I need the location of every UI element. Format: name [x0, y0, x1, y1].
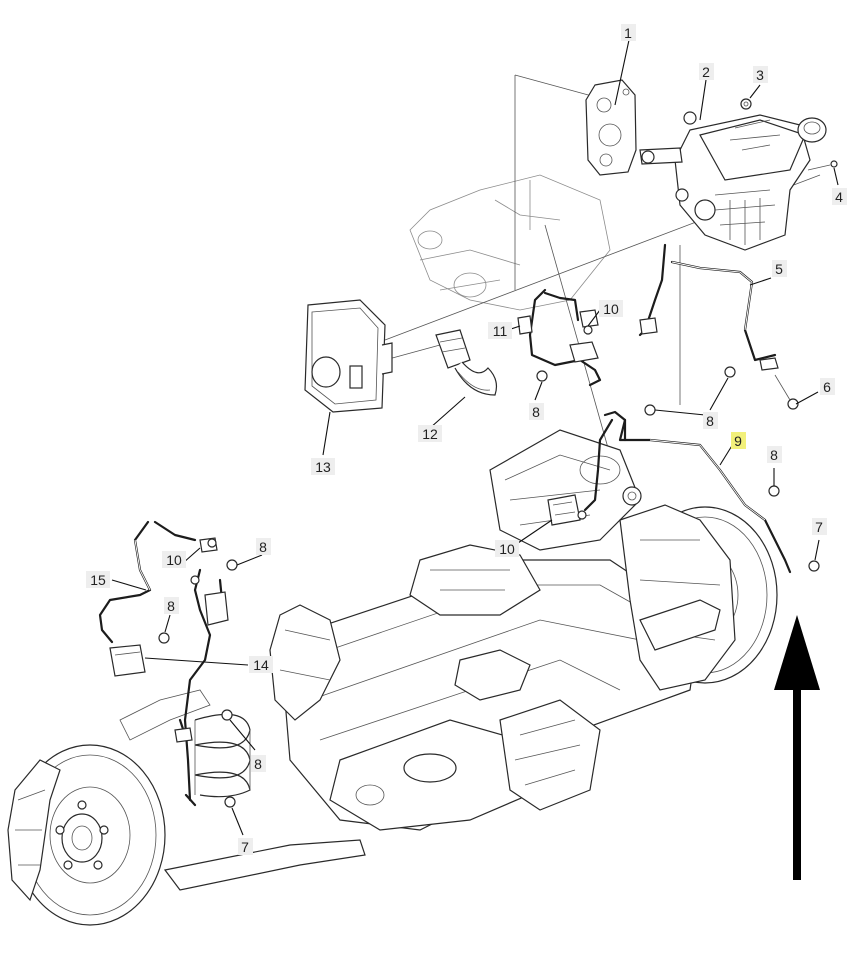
- svg-text:5: 5: [775, 261, 783, 277]
- svg-text:10: 10: [166, 552, 182, 568]
- svg-text:2: 2: [702, 64, 710, 80]
- left-front-rotor: [7, 744, 166, 926]
- callout-14: 14: [249, 656, 273, 673]
- svg-text:3: 3: [756, 67, 764, 83]
- part-3-nut: [740, 98, 752, 110]
- callout-7-left: 7: [238, 838, 253, 855]
- svg-text:4: 4: [835, 189, 843, 205]
- callout-8-right: 8: [767, 446, 782, 463]
- svg-text:8: 8: [532, 404, 540, 420]
- svg-text:10: 10: [499, 541, 515, 557]
- svg-text:15: 15: [90, 572, 106, 588]
- svg-text:7: 7: [241, 839, 249, 855]
- connectors: [109, 309, 779, 743]
- callout-8-left-low: 8: [251, 755, 266, 772]
- svg-text:8: 8: [254, 756, 262, 772]
- svg-text:11: 11: [493, 323, 508, 339]
- chassis-frame: [119, 74, 821, 891]
- part-12-wiring-harness: [435, 329, 498, 396]
- callout-2: 2: [699, 63, 714, 80]
- part-1-gasket: [585, 79, 637, 176]
- svg-text:9: 9: [734, 433, 742, 449]
- svg-text:7: 7: [815, 519, 823, 535]
- svg-text:14: 14: [253, 657, 269, 673]
- callout-8-mid: 8: [703, 412, 718, 429]
- arrow-up-icon: [774, 615, 820, 880]
- leader-lines: [111, 39, 839, 836]
- callout-5: 5: [772, 260, 787, 277]
- svg-text:1: 1: [624, 25, 632, 41]
- callout-13: 13: [311, 458, 335, 475]
- svg-text:8: 8: [770, 447, 778, 463]
- svg-text:13: 13: [315, 459, 331, 475]
- svg-text:8: 8: [259, 539, 267, 555]
- callout-12: 12: [418, 425, 442, 442]
- part-2-modulator: [639, 111, 838, 251]
- svg-text:8: 8: [706, 413, 714, 429]
- callout-10-top: 10: [599, 300, 623, 317]
- callout-11: 11: [488, 322, 512, 339]
- callout-1: 1: [621, 24, 636, 41]
- callout-6: 6: [820, 378, 835, 395]
- callout-8-center: 8: [529, 403, 544, 420]
- callout-9: 9: [731, 432, 746, 449]
- callout-8-left-top: 8: [256, 538, 271, 555]
- callout-3: 3: [753, 66, 768, 83]
- svg-text:12: 12: [422, 426, 438, 442]
- right-rotor: [619, 486, 778, 691]
- callout-8-upper-mid: 8: [0, 0, 8, 3]
- coil-spring: [194, 713, 251, 798]
- svg-text:10: 10: [603, 301, 619, 317]
- brake-pipes: [98, 243, 792, 807]
- callout-10-center: 10: [495, 540, 519, 557]
- callout-8-left-mid: 8: [164, 597, 179, 614]
- svg-text:6: 6: [823, 379, 831, 395]
- callout-10-left: 10: [162, 551, 186, 568]
- callout-15: 15: [86, 571, 110, 588]
- part-13-control-module: [304, 299, 393, 413]
- callout-7-right: 7: [812, 518, 827, 535]
- callout-4: 4: [832, 188, 847, 205]
- svg-text:8: 8: [167, 598, 175, 614]
